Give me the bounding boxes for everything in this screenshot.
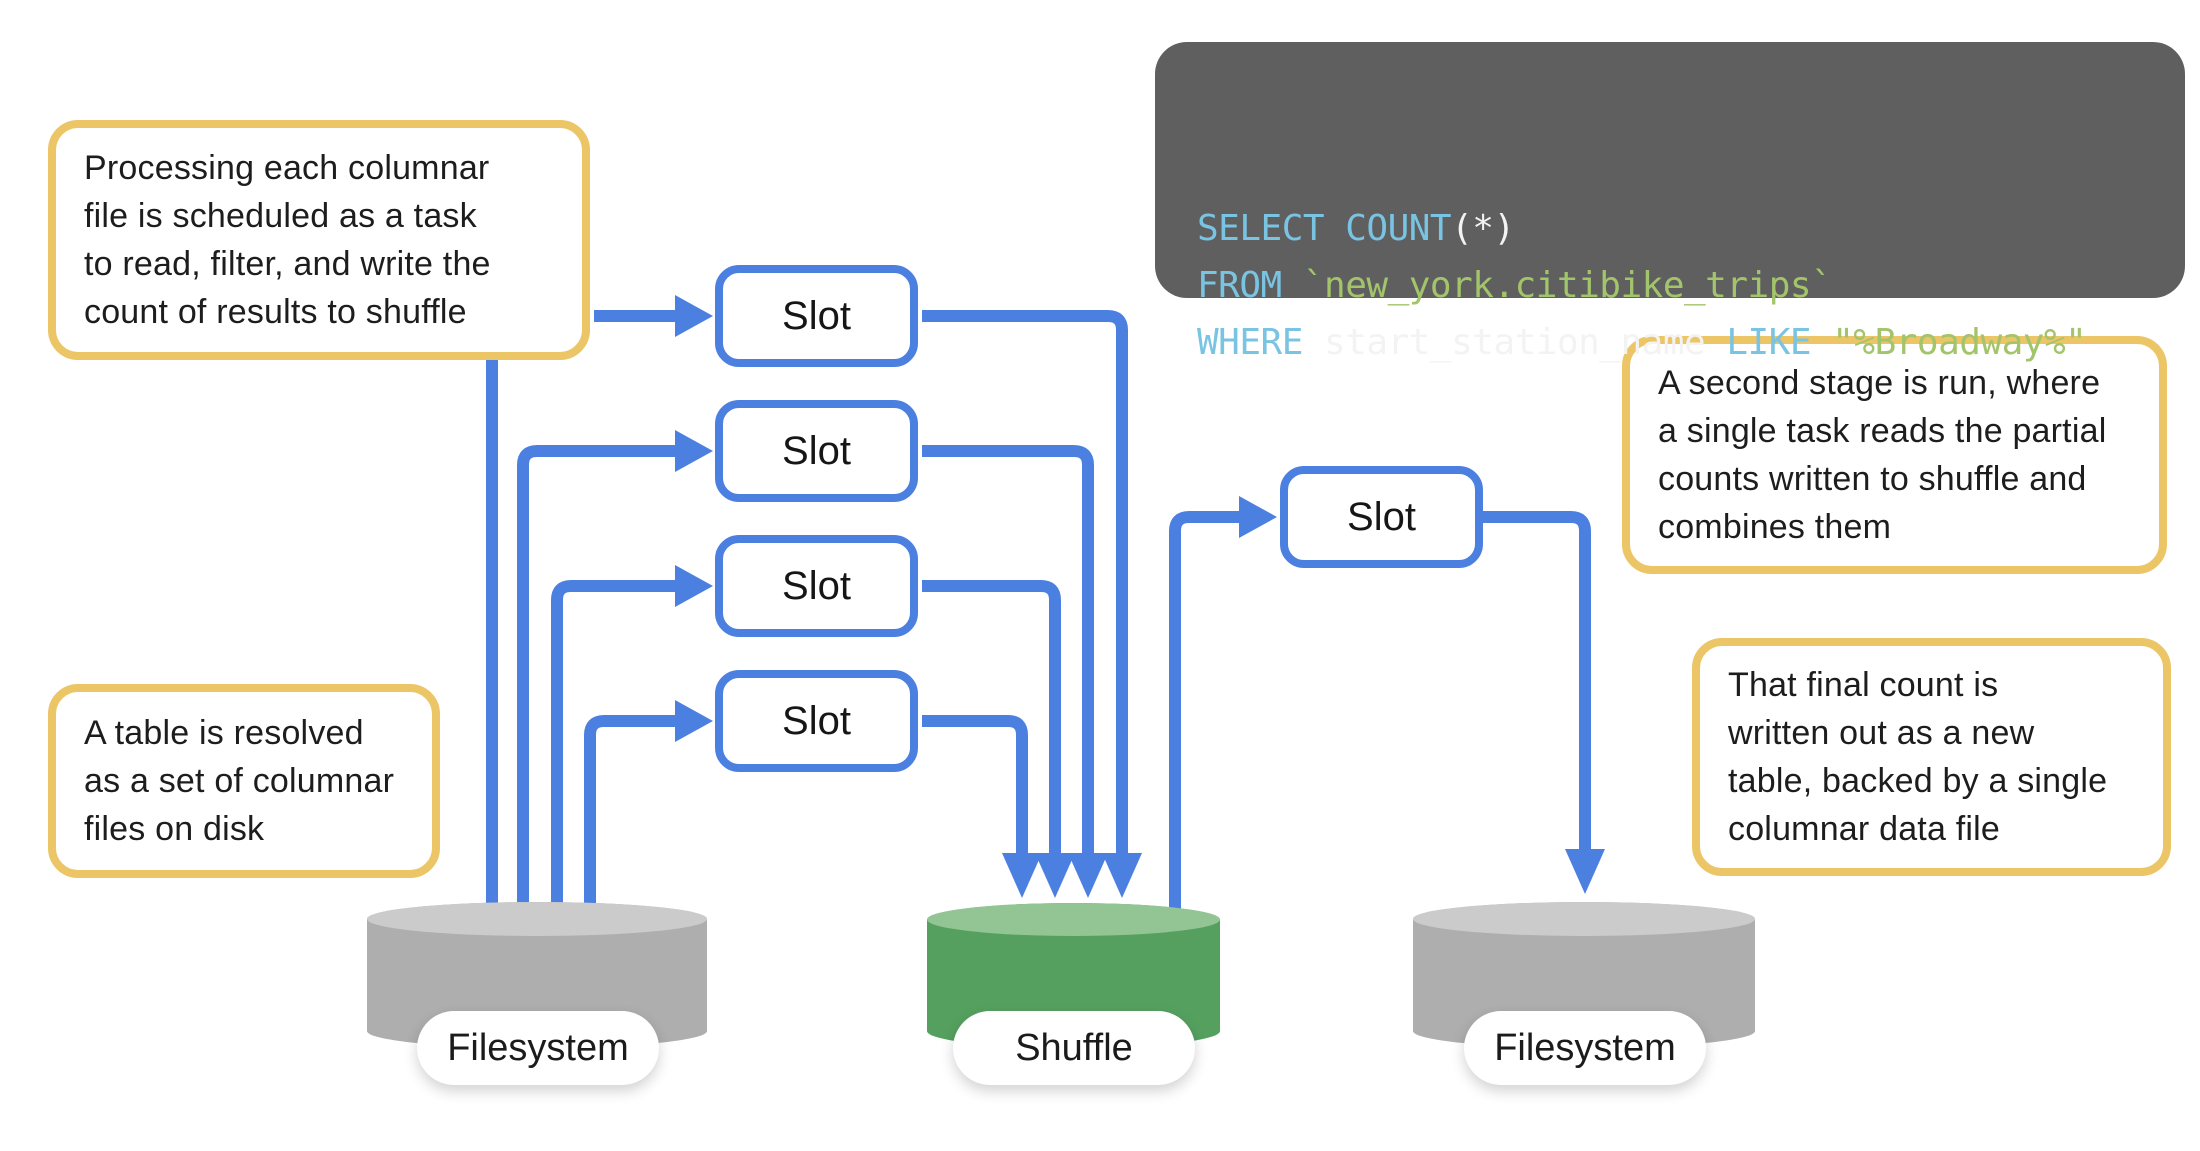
sql-code-line: FROM `new_york.citibike_trips` (1197, 265, 1833, 306)
shuffle-cylinder-top (927, 903, 1220, 936)
wire-slot2-to-shuffle (922, 445, 1094, 858)
arrowhead-into-shuffle-2 (1068, 853, 1108, 898)
wire-slot3-to-shuffle (922, 580, 1061, 858)
sql-code-line: SELECT COUNT(*) (1197, 208, 1515, 249)
sql-code-block: SELECT COUNT(*) FROM `new_york.citibike_t… (1155, 42, 2185, 363)
datastore-label: Filesystem (447, 1026, 629, 1069)
slot-box-2: Slot (715, 400, 918, 502)
arrowhead-into-slot-3 (675, 565, 713, 607)
callout-text: That final count is written out as a new… (1728, 666, 2108, 848)
wire-shuffle-to-slot (1169, 511, 1243, 912)
datastore-label: Shuffle (1015, 1026, 1133, 1069)
wire-slot-to-filesystem (1483, 511, 1591, 855)
callout-scheduling: Processing each columnar file is schedul… (48, 120, 590, 360)
callout-text: Processing each columnar file is schedul… (84, 149, 491, 331)
sql-code-lines: SELECT COUNT(*) FROM `new_york.citibike_t… (1197, 200, 2143, 371)
arrowhead-into-shuffle-3 (1035, 853, 1075, 898)
arrowhead-into-slot-2 (675, 430, 713, 472)
slot-label: Slot (782, 293, 851, 338)
wire-file-2 (517, 445, 679, 912)
filesystem-left-cylinder-top (367, 902, 707, 936)
arrowhead-into-filesystem-right (1565, 849, 1605, 894)
callout-text: A second stage is run, where a single ta… (1658, 364, 2107, 546)
callout-final-count: That final count is written out as a new… (1692, 638, 2171, 876)
slot-label: Slot (782, 698, 851, 743)
filesystem-right-label-pill: Filesystem (1464, 1011, 1706, 1085)
slot-label: Slot (1347, 494, 1416, 539)
filesystem-right-cylinder-top (1413, 902, 1755, 936)
slot-label: Slot (782, 563, 851, 608)
shuffle-label-pill: Shuffle (953, 1011, 1195, 1085)
wire-file-4 (584, 715, 679, 912)
arrowhead-into-shuffle-1 (1102, 853, 1142, 898)
wire-file-3 (551, 580, 679, 912)
slot-box-3: Slot (715, 535, 918, 637)
arrowhead-into-slot-5 (1239, 496, 1277, 538)
slot-box-1: Slot (715, 265, 918, 367)
slot-box-4: Slot (715, 670, 918, 772)
arrowhead-into-shuffle-4 (1002, 853, 1042, 898)
callout-table-resolution: A table is resolved as a set of columnar… (48, 684, 440, 878)
sql-code-line: WHERE start_station_name LIKE "%Broadway… (1197, 322, 2087, 363)
wire-slot1-to-shuffle (922, 310, 1128, 858)
callout-text: A table is resolved as a set of columnar… (84, 714, 395, 848)
callout-second-stage: A second stage is run, where a single ta… (1622, 336, 2167, 574)
slot-box-stage2: Slot (1280, 466, 1483, 568)
arrowhead-into-slot-1 (675, 295, 713, 337)
slot-label: Slot (782, 428, 851, 473)
arrowhead-into-slot-4 (675, 700, 713, 742)
datastore-label: Filesystem (1494, 1026, 1676, 1069)
wire-slot4-to-shuffle (922, 715, 1028, 858)
filesystem-left-label-pill: Filesystem (417, 1011, 659, 1085)
